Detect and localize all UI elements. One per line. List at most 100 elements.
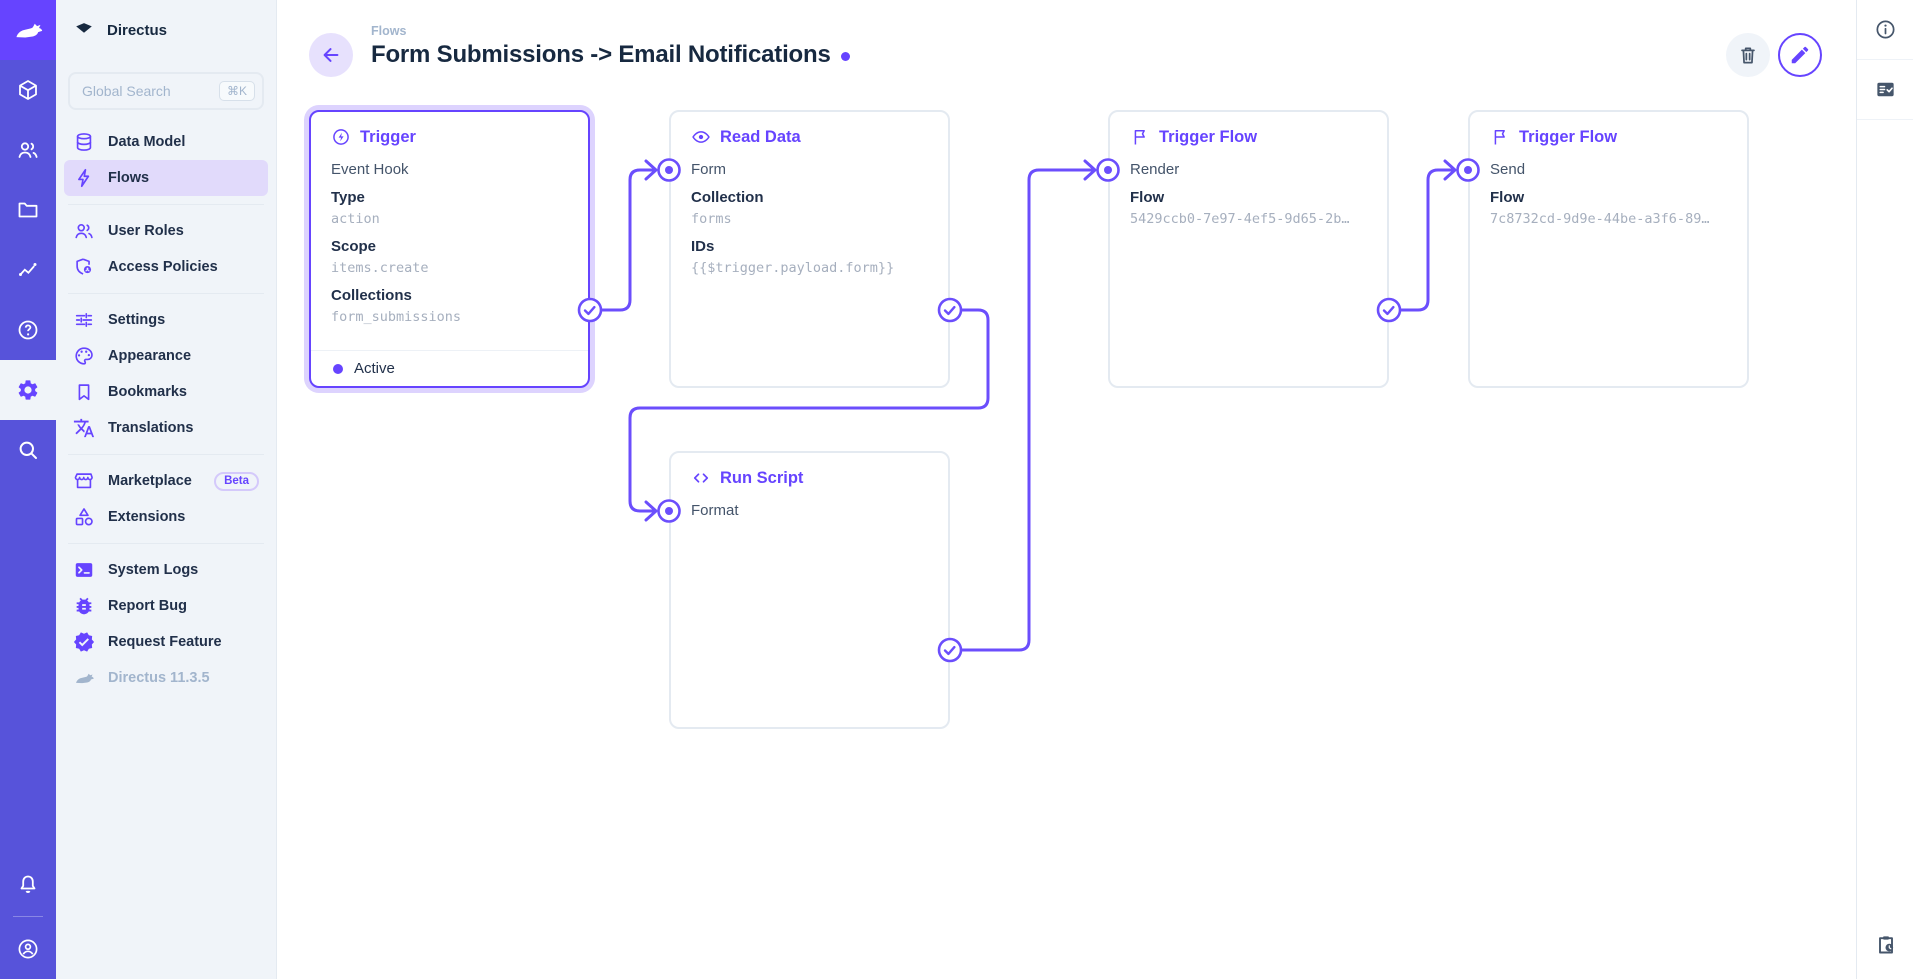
sidebar-item-label: System Logs xyxy=(108,562,199,578)
sidebar-item-system-logs[interactable]: System Logs xyxy=(64,552,268,588)
directus-logo[interactable] xyxy=(0,0,56,60)
sidebar-item-translations[interactable]: Translations xyxy=(64,410,268,446)
project-logo-icon xyxy=(73,19,95,41)
pending-revisions-button[interactable] xyxy=(1857,917,1913,973)
directus-rabbit-icon xyxy=(12,18,44,42)
field-label: Collections xyxy=(331,287,412,304)
palette-icon xyxy=(73,345,95,367)
version-label: Directus 11.3.5 xyxy=(108,670,210,686)
wire-run-script-to-render xyxy=(948,168,1096,652)
info-icon xyxy=(1874,18,1897,41)
module-content[interactable] xyxy=(0,60,56,120)
sidebar-item-marketplace[interactable]: Marketplace Beta xyxy=(64,463,268,499)
field-value: items.create xyxy=(331,260,429,276)
sidebar-item-settings[interactable]: Settings xyxy=(64,302,268,338)
logs-sidebar-button[interactable] xyxy=(1857,60,1913,120)
clipboard-clock-icon xyxy=(1874,933,1898,957)
sidebar-item-label: Report Bug xyxy=(108,598,187,614)
module-bar xyxy=(0,0,56,979)
sidebar-item-report-bug[interactable]: Report Bug xyxy=(64,588,268,624)
sidebar-item-label: User Roles xyxy=(108,223,184,239)
terminal-icon xyxy=(73,559,95,581)
rabbit-gray-icon xyxy=(73,667,95,689)
info-sidebar-button[interactable] xyxy=(1857,0,1913,60)
bolt-icon xyxy=(73,167,95,189)
back-button[interactable] xyxy=(309,33,353,77)
field-label: Collection xyxy=(691,189,764,206)
user-directory-icon xyxy=(16,138,40,162)
arrowhead-icon xyxy=(644,159,658,181)
database-icon xyxy=(73,131,95,153)
field-label: Flow xyxy=(1130,189,1165,206)
active-status-dot xyxy=(333,363,343,374)
field-value: 5429ccb0-7e97-4ef5-9d65-2b… xyxy=(1130,211,1350,227)
project-header[interactable]: Directus xyxy=(56,0,276,60)
module-settings[interactable] xyxy=(0,360,56,420)
sidebar-item-user-roles[interactable]: User Roles xyxy=(64,213,268,249)
fact-check-icon xyxy=(1874,78,1897,101)
sidebar-item-request-feature[interactable]: Request Feature xyxy=(64,624,268,660)
search-placeholder: Global Search xyxy=(82,83,171,99)
wire-render-to-send xyxy=(1387,168,1456,312)
field-value: 7c8732cd-9d9e-44be-a3f6-89… xyxy=(1490,211,1710,227)
flow-canvas: Flows Form Submissions -> Email Notifica… xyxy=(277,0,1856,979)
node-name: Format xyxy=(691,502,739,519)
beta-badge: Beta xyxy=(214,471,259,491)
sidebar-item-label: Appearance xyxy=(108,348,192,364)
edit-flow-button[interactable] xyxy=(1778,33,1822,77)
files-folder-icon xyxy=(16,198,40,222)
eye-icon xyxy=(691,127,711,147)
node-title: Trigger Flow xyxy=(1159,127,1258,146)
field-value: {{$trigger.payload.form}} xyxy=(691,260,895,276)
flow-node-trigger-flow-render[interactable]: Trigger Flow Render Flow 5429ccb0-7e97-4e… xyxy=(1108,110,1389,388)
trash-icon xyxy=(1737,44,1759,66)
arrowhead-icon xyxy=(644,500,658,522)
user-avatar-icon xyxy=(16,937,40,961)
breadcrumb[interactable]: Flows xyxy=(371,24,407,38)
field-label: Type xyxy=(331,189,365,206)
module-help[interactable] xyxy=(0,300,56,360)
module-users[interactable] xyxy=(0,120,56,180)
sidebar-divider xyxy=(68,293,264,294)
bolt-circle-icon xyxy=(331,127,351,147)
search-shortcut: ⌘K xyxy=(218,81,255,101)
sidebar-item-label: Access Policies xyxy=(108,259,218,275)
bookmark-icon xyxy=(73,381,95,403)
category-icon xyxy=(73,506,95,528)
module-files[interactable] xyxy=(0,180,56,240)
module-insights[interactable] xyxy=(0,240,56,300)
flow-status-dot xyxy=(840,52,850,61)
sidebar-item-flows[interactable]: Flows xyxy=(64,160,268,196)
notifications-button[interactable] xyxy=(0,854,56,914)
flag-icon xyxy=(1490,127,1510,147)
sidebar-item-extensions[interactable]: Extensions xyxy=(64,499,268,535)
sidebar-item-bookmarks[interactable]: Bookmarks xyxy=(64,374,268,410)
sidebar-item-data-model[interactable]: Data Model xyxy=(64,124,268,160)
field-label: Scope xyxy=(331,238,377,255)
sidebar-item-access-policies[interactable]: Access Policies xyxy=(64,249,268,285)
sidebar-item-label: Extensions xyxy=(108,509,186,525)
global-search-input[interactable]: Global Search ⌘K xyxy=(68,72,264,110)
arrowhead-icon xyxy=(1083,159,1097,181)
module-search[interactable] xyxy=(0,420,56,480)
sidebar-item-appearance[interactable]: Appearance xyxy=(64,338,268,374)
navigation-sidebar: Directus Global Search ⌘K Data Model Flo… xyxy=(56,0,277,979)
flow-node-run-script[interactable]: Run Script Format xyxy=(669,451,950,729)
user-roles-icon xyxy=(73,220,95,242)
user-menu-button[interactable] xyxy=(0,919,56,979)
node-name: Render xyxy=(1130,161,1180,178)
translate-icon xyxy=(73,417,95,439)
tune-sliders-icon xyxy=(73,309,95,331)
help-icon xyxy=(16,318,40,342)
field-label: IDs xyxy=(691,238,715,255)
delete-flow-button[interactable] xyxy=(1726,33,1770,77)
module-bar-divider xyxy=(13,916,43,917)
page-title: Form Submissions -> Email Notifications xyxy=(371,41,831,68)
node-title: Trigger Flow xyxy=(1519,127,1618,146)
sidebar-item-version: Directus 11.3.5 xyxy=(64,660,268,696)
content-cube-icon xyxy=(16,78,40,102)
sidebar-item-label: Settings xyxy=(108,312,166,328)
